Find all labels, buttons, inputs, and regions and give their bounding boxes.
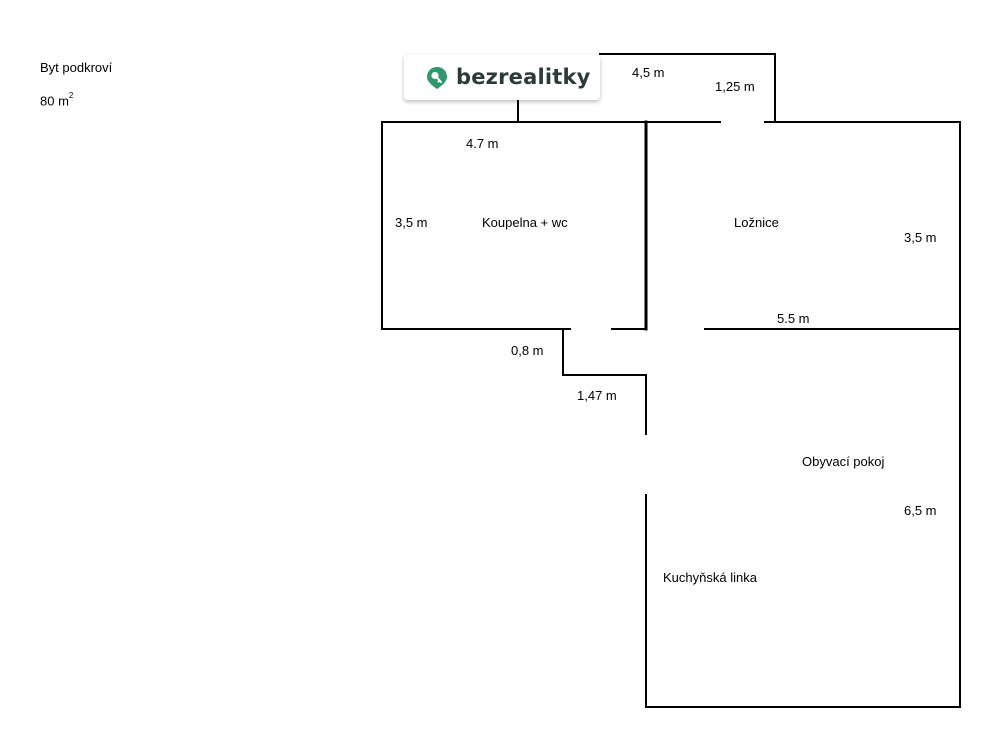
bezrealitky-logo[interactable]: bezrealitky — [404, 55, 600, 100]
room-label-living: Obyvací pokoj — [802, 454, 885, 469]
dim-hall-1-47: 1,47 m — [577, 388, 617, 403]
logo-wordmark: bezrealitky — [456, 65, 591, 89]
dim-hall-0-8: 0,8 m — [511, 343, 544, 358]
dim-top-4-5: 4,5 m — [632, 65, 665, 80]
dim-top-1-25: 1,25 m — [715, 79, 755, 94]
plan-title: Byt podkroví — [40, 60, 113, 75]
plan-area: 80 m2 — [40, 91, 74, 109]
area-unit-exponent: 2 — [68, 91, 74, 100]
map-pin-key-icon — [427, 67, 447, 89]
wall-hall-step — [562, 328, 647, 435]
room-label-bedroom: Ložnice — [734, 215, 779, 230]
dim-living-height: 6,5 m — [904, 503, 937, 518]
area-value: 80 m — [40, 93, 69, 109]
dim-bath-width: 4.7 m — [466, 136, 499, 151]
dim-bed-width: 5.5 m — [777, 311, 810, 326]
wall-bath-left — [381, 121, 571, 330]
room-label-kitchen: Kuchyňská linka — [663, 570, 757, 585]
dim-bed-height: 3,5 m — [904, 230, 937, 245]
room-label-bathroom: Koupelna + wc — [482, 215, 568, 230]
dim-bath-height: 3,5 m — [395, 215, 428, 230]
wall-upper-nook — [599, 53, 776, 123]
